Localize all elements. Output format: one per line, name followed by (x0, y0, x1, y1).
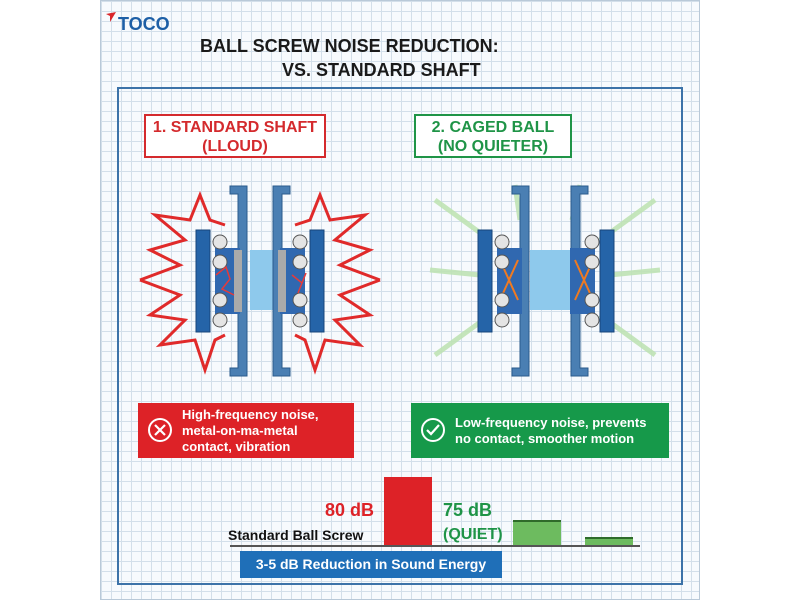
title-line-1: BALL SCREW NOISE REDUCTION: (200, 36, 499, 56)
check-circle-icon (421, 418, 445, 442)
logo-text: TOCO (118, 14, 170, 34)
noise-burst-icons (139, 190, 381, 375)
category-label: Standard Ball Screw (228, 527, 364, 543)
description-text: Low-frequency noise, prevents no contact… (455, 414, 647, 446)
caged-ball-label: 2. CAGED BALL (NO QUIETER) (414, 114, 572, 158)
label-line-2: (LLOUD) (202, 138, 268, 155)
description-text: High-frequency noise, metal-on-ma-metal … (182, 406, 319, 454)
bar-value-label-0: 80 dB (324, 500, 374, 520)
content-frame (117, 87, 683, 585)
logo-mark-icon (106, 12, 116, 22)
standard-shaft-label: 1. STANDARD SHAFT (LLOUD) (144, 114, 326, 158)
label-line-1: 1. STANDARD SHAFT (152, 119, 318, 136)
caged-ball-diagram (429, 184, 661, 377)
standard-shaft-description: High-frequency noise, metal-on-ma-metal … (138, 403, 354, 458)
title-line-2: VS. STANDARD SHAFT (282, 60, 481, 80)
page-title: BALL SCREW NOISE REDUCTION: VS. STANDARD… (200, 34, 600, 82)
caged-ball-description: Low-frequency noise, prevents no contact… (411, 403, 669, 458)
x-circle-icon (148, 418, 172, 442)
shaft-icon (195, 185, 325, 377)
label-line-1: 2. CAGED BALL (431, 119, 555, 136)
bar-0 (384, 477, 432, 545)
quiet-label: (QUIET) (443, 526, 503, 543)
label-line-2: (NO QUIETER) (437, 138, 549, 155)
reduction-caption: 3-5 dB Reduction in Sound Energy (240, 551, 502, 578)
bar-value-label-1: 75 dB (443, 500, 493, 520)
bar-2 (585, 536, 633, 545)
chart-baseline (230, 545, 640, 547)
bar-1 (513, 519, 561, 545)
standard-shaft-diagram (139, 185, 381, 377)
shaft-icon (477, 185, 615, 377)
toco-logo: TOCO (106, 12, 170, 35)
